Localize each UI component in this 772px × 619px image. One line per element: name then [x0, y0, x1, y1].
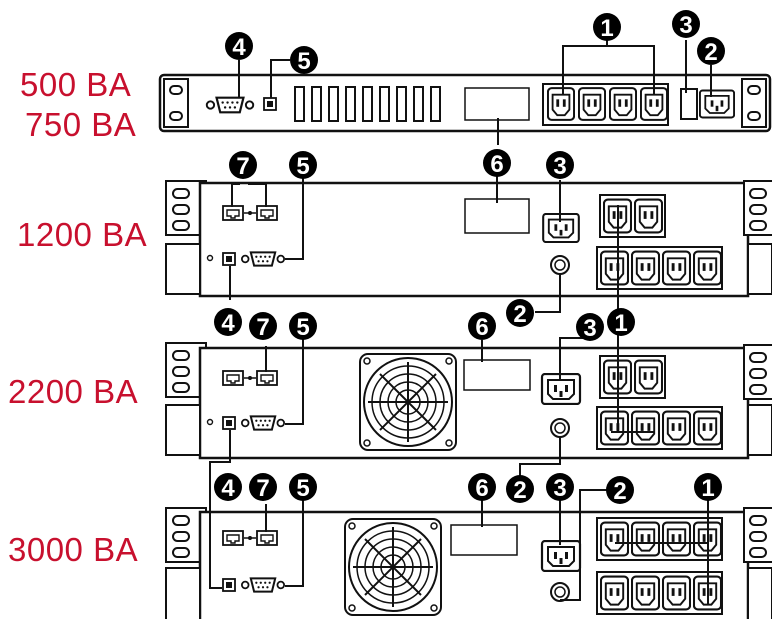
callout-1-unit1: 1: [593, 13, 621, 42]
svg-text:2: 2: [513, 477, 526, 504]
callout-5-unit4: 5: [289, 473, 317, 502]
svg-text:1: 1: [614, 310, 627, 337]
svg-text:2: 2: [704, 39, 717, 66]
vent-slots: [294, 86, 441, 122]
callout-2-unit2: 2: [506, 299, 534, 328]
callout-6-unit3: 6: [468, 312, 496, 341]
svg-text:4: 4: [221, 310, 235, 337]
model-label-2200: 2200 BA: [8, 373, 139, 410]
svg-text:6: 6: [490, 151, 503, 178]
svg-text:3: 3: [553, 475, 566, 502]
svg-text:2: 2: [513, 301, 526, 328]
svg-text:7: 7: [256, 475, 269, 502]
unit-500-750: [158, 73, 772, 133]
callout-3-unit4: 3: [546, 473, 574, 502]
callout-4-unit4: 4: [214, 473, 242, 502]
svg-text:6: 6: [475, 475, 488, 502]
svg-text:5: 5: [296, 153, 309, 180]
unit-1200: [165, 180, 772, 298]
svg-text:3: 3: [679, 12, 692, 39]
unit-2200: [165, 342, 772, 460]
model-label-3000: 3000 BA: [8, 531, 139, 568]
callout-7-unit3: 7: [249, 312, 277, 341]
callout-5-unit1: 5: [290, 46, 318, 75]
callout-3-unit3: 3: [576, 313, 604, 342]
callout-5-unit3: 5: [289, 312, 317, 341]
svg-text:7: 7: [256, 314, 269, 341]
callout-6-unit4: 6: [468, 473, 496, 502]
svg-text:3: 3: [553, 153, 566, 180]
model-label-750: 750 BA: [25, 106, 137, 143]
svg-text:3: 3: [583, 315, 596, 342]
callout-1-unit4: 1: [694, 473, 722, 502]
svg-text:5: 5: [296, 314, 309, 341]
callout-6-unit2: 6: [483, 149, 511, 178]
callout-5-unit2: 5: [289, 151, 317, 180]
callout-3-unit2: 3: [546, 151, 574, 180]
callout-4-unit1: 4: [225, 32, 253, 61]
model-label-500: 500 BA: [20, 66, 132, 103]
callout-2-unit3: 2: [506, 475, 534, 504]
callout-7-unit2: 7: [229, 151, 257, 180]
callout-3-unit1: 3: [672, 10, 700, 39]
callout-2-unit1: 2: [697, 37, 725, 66]
svg-text:4: 4: [232, 34, 246, 61]
callout-4-unit2: 4: [214, 308, 242, 337]
svg-text:5: 5: [297, 48, 310, 75]
unit-3000: [165, 507, 772, 619]
svg-text:7: 7: [236, 153, 249, 180]
callout-1-unit3: 1: [607, 308, 635, 337]
svg-text:2: 2: [613, 478, 626, 505]
callout-7-unit4: 7: [249, 473, 277, 502]
callout-markers: 1 3 2 4 5 7 5 6 3 4 2 7 5 6 3 1 4 2 7 5 …: [214, 10, 725, 505]
model-label-1200: 1200 BA: [17, 216, 148, 253]
leader-lines: [209, 30, 712, 604]
svg-text:6: 6: [475, 314, 488, 341]
svg-text:1: 1: [701, 475, 714, 502]
callout-2-unit4: 2: [606, 476, 634, 505]
svg-text:1: 1: [600, 15, 613, 42]
svg-text:4: 4: [221, 475, 235, 502]
svg-text:5: 5: [296, 475, 309, 502]
